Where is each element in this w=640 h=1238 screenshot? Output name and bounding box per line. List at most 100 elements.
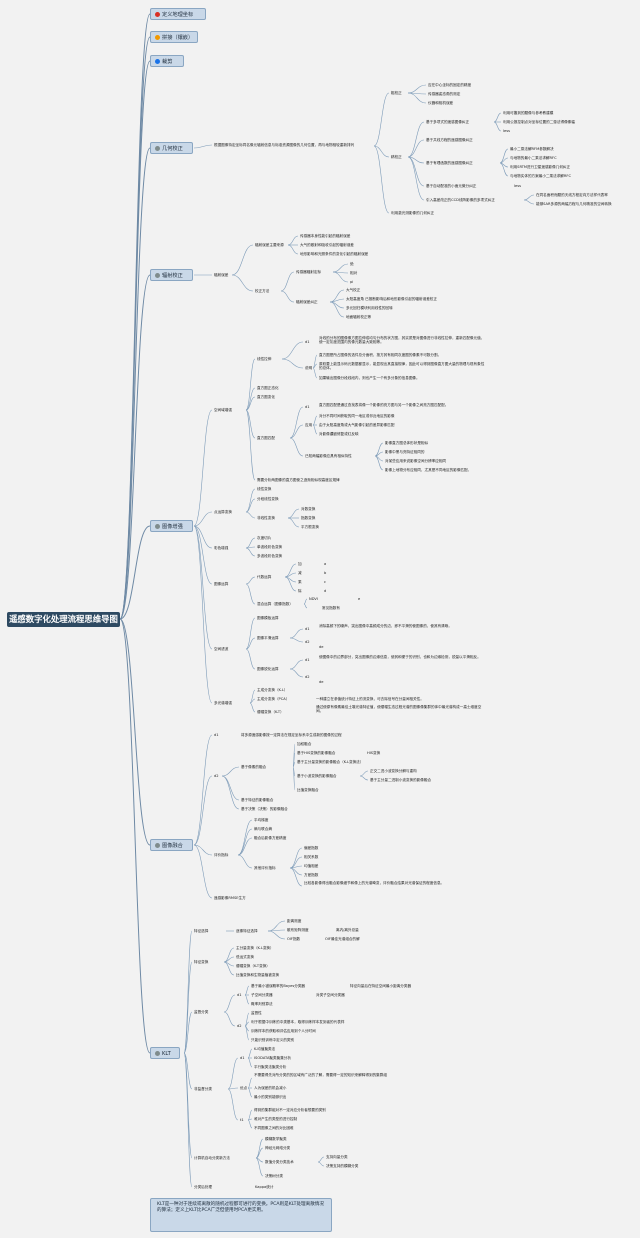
connector-line bbox=[373, 92, 390, 147]
enh-arith[interactable]: 代数运算 bbox=[257, 575, 272, 579]
root-node[interactable]: 遥感数字化处理流程思维导图 bbox=[7, 612, 120, 627]
connector-line bbox=[245, 511, 256, 519]
connector-line bbox=[119, 60, 151, 620]
fus-wave-item: 基于主分量二进制小波变换的影像融合 bbox=[370, 778, 432, 782]
connector-line bbox=[280, 290, 295, 303]
geo-rfm[interactable]: 基于有理函数的遥感图像纠正 bbox=[426, 161, 473, 165]
connector-line bbox=[407, 156, 425, 187]
klt-post-val: Kappa统计 bbox=[255, 1185, 274, 1189]
geo-collinear[interactable]: 基于共线方程的遥感图像纠正 bbox=[426, 138, 473, 142]
connector-line bbox=[281, 358, 304, 369]
klt-post[interactable]: 分类后处理 bbox=[194, 1185, 212, 1189]
fus-wave-item: 正交二进小波变换分解与重构 bbox=[370, 769, 417, 773]
connector-line bbox=[332, 263, 349, 273]
fus-other[interactable]: 其他评价指标 bbox=[254, 866, 276, 870]
fus-eval-item: 平均梯度 bbox=[254, 818, 269, 822]
enh-linear[interactable]: 线性拉伸 bbox=[257, 357, 272, 361]
enh-arith-op: 除 bbox=[298, 589, 302, 593]
connector-line bbox=[499, 162, 509, 177]
geo-gcp[interactable]: 引入高差改正的CCD线阵影像的多项式纠正 bbox=[426, 198, 495, 202]
geo-coarse-item: 传感器姿态角的测定 bbox=[428, 92, 461, 96]
enh-smooth[interactable]: 图像平滑运算 bbox=[257, 636, 279, 640]
connector-line bbox=[523, 199, 535, 205]
klt-un-adv-item: 不需要得先对所分类的的区域有广泛的了解，需要得一定的知识来解释得到的集群组 bbox=[254, 1073, 387, 1077]
klt-computer[interactable]: 计算机自动分类新方法 bbox=[194, 1156, 230, 1160]
node-klt[interactable]: KLT bbox=[150, 1047, 180, 1059]
connector-line bbox=[227, 1088, 239, 1121]
node-image-fusion[interactable]: 图像融合 bbox=[150, 839, 193, 851]
enh-point-op[interactable]: 点运算变换 bbox=[214, 510, 232, 514]
rad-label[interactable]: 辐射误差 bbox=[214, 273, 229, 277]
rad-sources[interactable]: 辐射误差主要来源 bbox=[255, 243, 284, 247]
connector-line bbox=[193, 525, 213, 585]
fus-pixel-item: 基于HIS变换的影像融合 bbox=[297, 751, 336, 755]
geo-coarse[interactable]: 粗校正 bbox=[391, 91, 402, 95]
connector-line bbox=[119, 274, 151, 620]
connector-line bbox=[289, 424, 304, 439]
geo-fine[interactable]: 精校正 bbox=[391, 155, 402, 159]
fus-d1: d1 bbox=[214, 733, 219, 737]
enh-tc-desc: 通过使原有像素最佳土壤光谱特征值，使缨帽生态过程光谱的图像像集群的体中最光谱构成… bbox=[316, 705, 482, 714]
enh-linear-q: d1 bbox=[305, 340, 310, 344]
enh-color[interactable]: 彩色增强 bbox=[214, 546, 229, 550]
connector-line bbox=[247, 1119, 253, 1129]
connector-line bbox=[245, 537, 256, 549]
connector-line bbox=[284, 576, 297, 592]
rad-sensor[interactable]: 传感器辐射定标 bbox=[296, 270, 322, 274]
geo-ortho[interactable]: 利用激光测影像的几何纠正 bbox=[391, 211, 435, 215]
klt-feature-label[interactable]: 逐像特征选择 bbox=[236, 929, 258, 933]
node-radiometric-correction[interactable]: 辐射校正 bbox=[150, 269, 193, 281]
geo-poly-more: less bbox=[503, 129, 510, 133]
enh-tc[interactable]: 缨帽变换（K-T） bbox=[257, 710, 284, 714]
enh-stretch[interactable]: 直方图变化 bbox=[257, 395, 275, 399]
klt-un-adv-item: 人为误差的机会减小 bbox=[254, 1086, 287, 1090]
node-mosaic[interactable]: 拼接（镶嵌） bbox=[150, 31, 198, 43]
enh-spatial-filter[interactable]: 空间滤波 bbox=[214, 647, 229, 651]
node-image-enhancement[interactable]: 图像增强 bbox=[150, 520, 193, 532]
fus-decision[interactable]: 基于决策（决策）的影像融合 bbox=[241, 807, 288, 811]
enh-arith-op: 乘 bbox=[298, 580, 302, 584]
rad-methods[interactable]: 校正方法 bbox=[255, 289, 270, 293]
enh-match-cond-item: 影像直方图总体形状是相似 bbox=[385, 441, 429, 445]
enh-template[interactable]: 图像模板运算 bbox=[257, 616, 279, 620]
geo-affine[interactable]: 基于自动配准的小面元微分纠正 bbox=[426, 184, 477, 188]
enh-smooth-q: d1 bbox=[305, 627, 310, 631]
klt-transform[interactable]: 特征变换 bbox=[194, 960, 209, 964]
enh-match[interactable]: 直方图匹配 bbox=[257, 436, 275, 440]
enh-sharpen[interactable]: 图像锐化运算 bbox=[257, 667, 279, 671]
enh-spatial-domain[interactable]: 空间域增强 bbox=[214, 408, 232, 412]
fus-feature[interactable]: 基于特征的影像融合 bbox=[241, 798, 274, 802]
enh-pca2[interactable]: 主成分变换（PCA） bbox=[257, 697, 290, 701]
klt-feature[interactable]: 特征选择 bbox=[194, 929, 209, 933]
klt-comp-item: 神经元网络分类 bbox=[265, 1146, 291, 1150]
enh-pca[interactable]: 主成分变换（K-L） bbox=[257, 688, 288, 692]
enh-ops[interactable]: 图像运算 bbox=[214, 582, 229, 586]
klt-supervised[interactable]: 监督分类 bbox=[194, 1010, 209, 1014]
enh-match-app: 应用 bbox=[305, 423, 313, 427]
gray-dot-icon bbox=[155, 1051, 160, 1056]
node-geometric-correction[interactable]: 几何校正 bbox=[150, 142, 193, 154]
enh-index[interactable]: 混合运算（图像指数） bbox=[257, 602, 293, 606]
connector-line bbox=[247, 1057, 253, 1068]
geo-poly[interactable]: 基于多项式的遥感图像纠正 bbox=[426, 120, 470, 124]
red-dot-icon bbox=[155, 12, 160, 17]
klt-un-adv: 优点 bbox=[240, 1086, 248, 1090]
connector-line bbox=[119, 618, 151, 1054]
connector-line bbox=[287, 517, 300, 528]
connector-line bbox=[317, 1156, 325, 1163]
geo-rfm-item: 最小二乘法解RFM参数解决 bbox=[510, 147, 554, 151]
klt-unsupervised[interactable]: 非监督分类 bbox=[194, 1087, 212, 1091]
enh-color-item: 灰度切片 bbox=[257, 536, 272, 540]
enh-multispectral[interactable]: 多光谱增强 bbox=[214, 701, 232, 705]
fus-pixel[interactable]: 基于像素的融合 bbox=[241, 765, 267, 769]
fus-eval[interactable]: 评价指标 bbox=[214, 853, 229, 857]
enh-nl-item: 指数变换 bbox=[301, 516, 316, 520]
connector-line bbox=[280, 271, 295, 292]
connector-line bbox=[223, 1011, 236, 1027]
enh-normalize[interactable]: 直方图正态化 bbox=[257, 386, 279, 390]
enh-nonlinear[interactable]: 非线性变换 bbox=[257, 516, 275, 520]
node-crop[interactable]: 裁剪 bbox=[150, 55, 184, 67]
connector-line bbox=[193, 775, 213, 846]
node-define-coords[interactable]: 定义地理坐标 bbox=[150, 8, 206, 20]
rad-atm[interactable]: 辐射误差纠正 bbox=[296, 300, 318, 304]
